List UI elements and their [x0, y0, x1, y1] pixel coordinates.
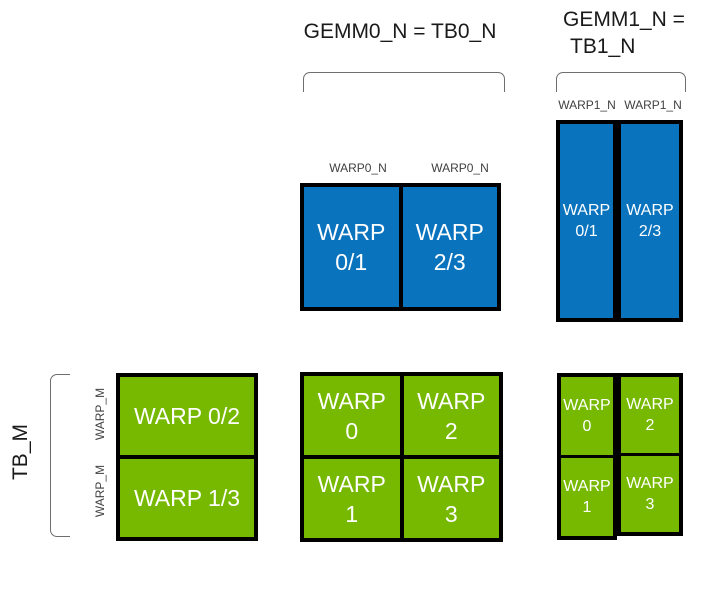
green-center-divider-v — [399, 376, 404, 455]
blue-wide-cell-01: WARP 0/1 — [317, 219, 386, 275]
gemm1-title: GEMM1_N = TB1_N — [563, 6, 708, 60]
green-center-divider-v2 — [399, 459, 404, 538]
green-center-cell-3: WARP 3 — [417, 470, 486, 527]
green-right-divider-left — [561, 455, 613, 458]
gemm0-n-bracket — [303, 72, 505, 92]
blue-tall-cell-01: WARP 0/1 — [562, 202, 611, 240]
gemm1-title-line1: GEMM1_N = — [563, 8, 685, 31]
blue-wide-divider — [398, 187, 403, 307]
green-center-row-bottom: WARP 1 WARP 3 — [304, 459, 499, 538]
warp0-n-label-left: WARP0_N — [329, 161, 387, 175]
tb-m-bracket — [50, 374, 70, 537]
blue-tall-cell-23: WARP 2/3 — [626, 202, 674, 240]
green-right-column-02: WARP 0 WARP 1 — [557, 373, 617, 540]
green-center-grid: WARP 0 WARP 2 WARP 1 WARP 3 — [300, 372, 503, 542]
blue-tall-column-warp23: WARP 2/3 — [617, 120, 683, 322]
gemm0-title: GEMM0_N = TB0_N — [303, 20, 497, 43]
gemm1-title-line2: TB1_N — [570, 35, 636, 58]
green-left-row-02: WARP 0/2 — [133, 403, 241, 429]
blue-wide-cell-23: WARP 2/3 — [415, 219, 484, 275]
green-right-cell-2: WARP 2 — [626, 396, 674, 434]
green-center-divider-h — [304, 455, 499, 459]
gemm1-n-bracket — [556, 72, 686, 92]
green-left-divider — [120, 455, 254, 459]
blue-tall-column-warp01: WARP 0/1 — [556, 120, 617, 322]
green-center-cell-1: WARP 1 — [317, 470, 386, 527]
warp0-n-label-right: WARP0_N — [431, 161, 489, 175]
green-right-column-13: WARP 2 WARP 3 — [617, 373, 683, 536]
green-right-cell-3: WARP 3 — [626, 475, 674, 513]
green-right-cell-0: WARP 0 — [563, 397, 611, 435]
warp1-n-label-left: WARP1_N — [558, 98, 616, 112]
green-left-row-13: WARP 1/3 — [133, 485, 241, 511]
green-center-cell-2: WARP 2 — [417, 387, 486, 444]
warp-m-label-top: WARP_M — [93, 387, 107, 441]
warp1-n-label-right: WARP1_N — [624, 98, 682, 112]
green-left-box: WARP 0/2 WARP 1/3 — [116, 373, 258, 541]
green-center-row-top: WARP 0 WARP 2 — [304, 376, 499, 455]
green-right-cell-1: WARP 1 — [563, 478, 611, 516]
green-center-cell-0: WARP 0 — [317, 387, 386, 444]
green-right-divider-right — [621, 453, 679, 456]
warp-m-label-bottom: WARP_M — [93, 464, 107, 518]
blue-wide-box: WARP 0/1 WARP 2/3 — [300, 183, 501, 311]
tb-m-label: TB_M — [9, 424, 32, 481]
